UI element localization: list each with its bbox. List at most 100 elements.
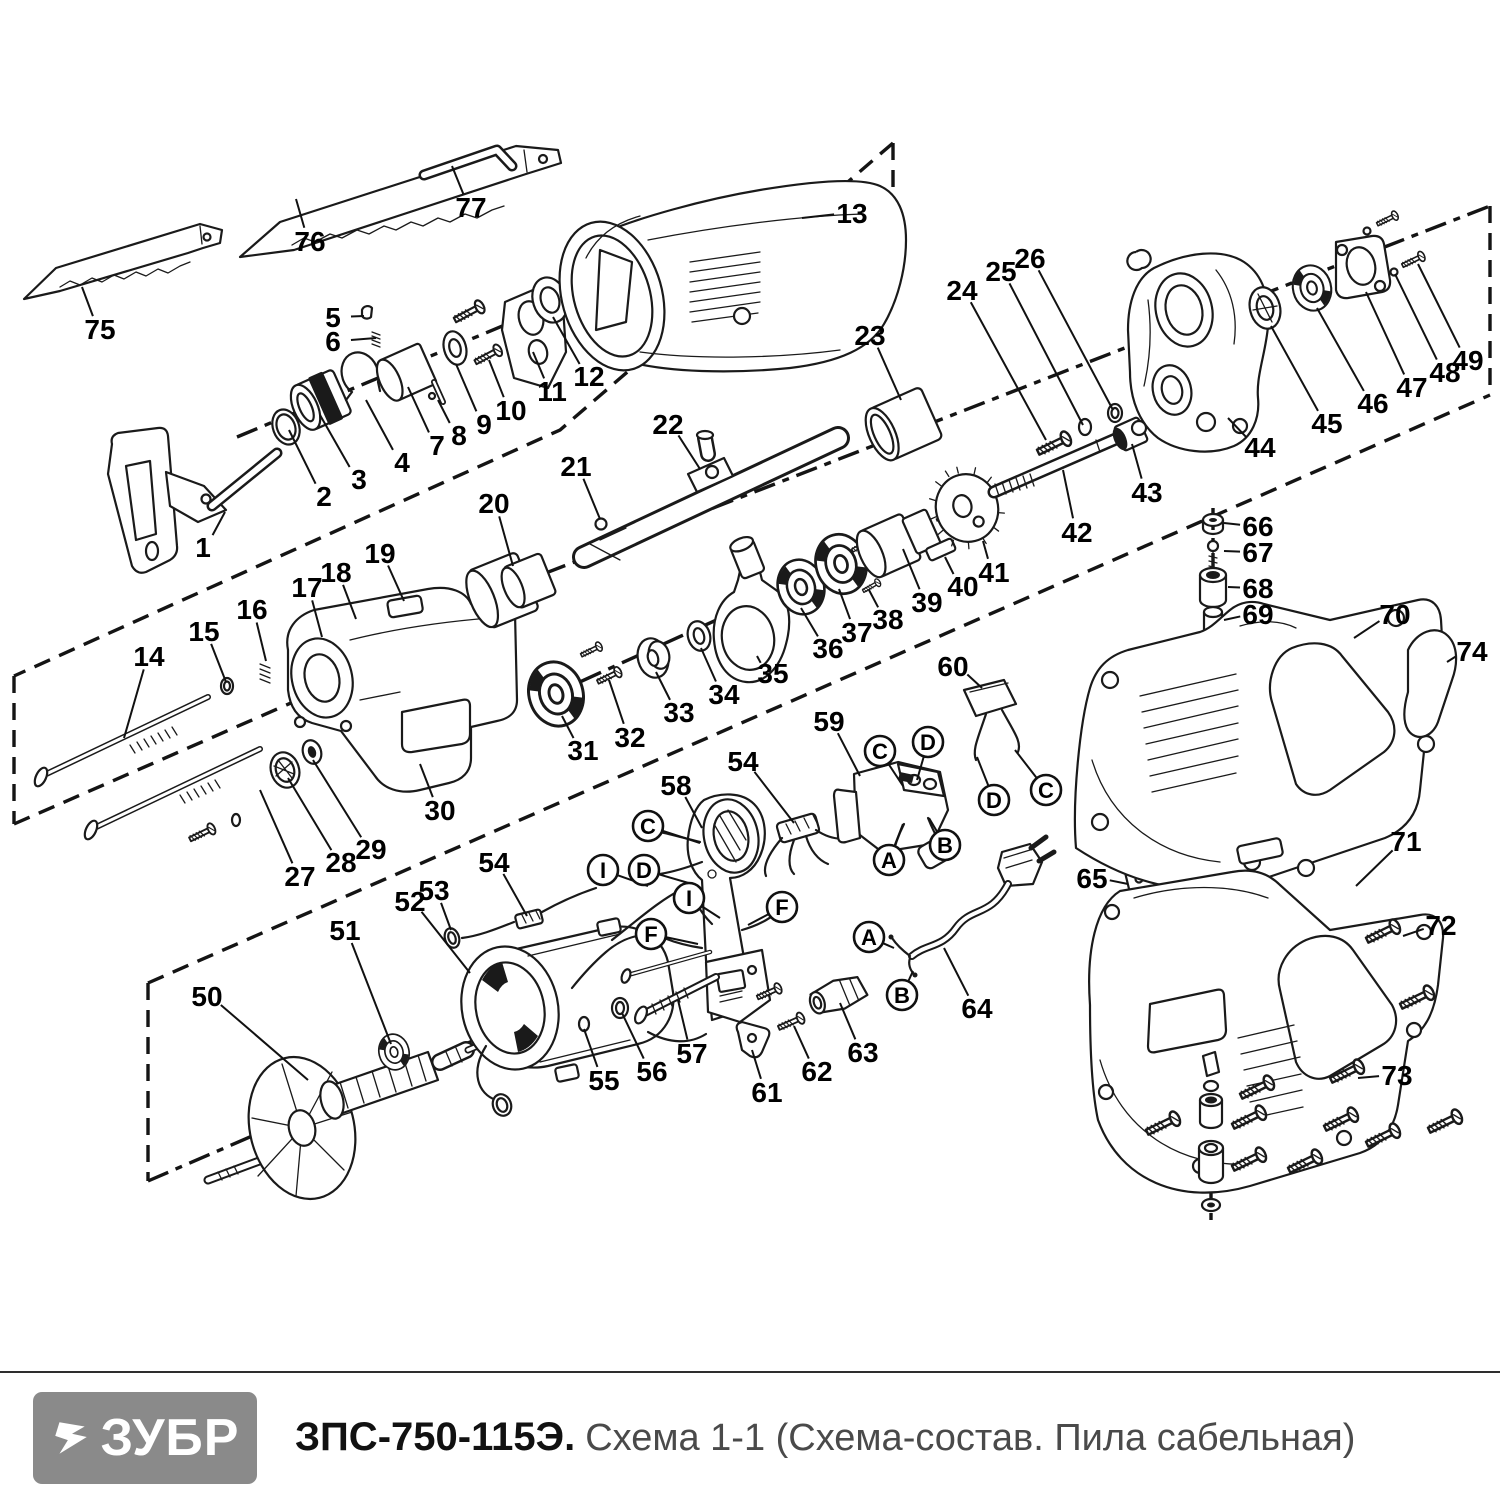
saw-blade-76 — [238, 144, 563, 259]
leader-line-77 — [451, 165, 465, 195]
part-number-74: 74 — [1456, 636, 1488, 667]
part-number-19: 19 — [364, 538, 395, 569]
part-number-69: 69 — [1242, 599, 1273, 630]
callout-leader-I — [701, 905, 721, 919]
saw-blade-75 — [22, 222, 224, 301]
leader-line-61 — [751, 1049, 762, 1080]
leader-line-7 — [407, 386, 430, 433]
bushing-23 — [864, 387, 943, 462]
callout-leader-C — [887, 762, 904, 787]
part-number-77: 77 — [455, 192, 486, 223]
leader-line-54 — [502, 873, 528, 917]
part-number-29: 29 — [355, 834, 386, 865]
leader-line-22 — [677, 434, 701, 470]
part-number-52: 52 — [394, 886, 425, 917]
gear-case-44-49 — [1033, 209, 1428, 461]
leader-line-14 — [123, 669, 145, 739]
leader-line-38 — [868, 589, 880, 608]
hardware-61-63 — [735, 976, 869, 1059]
wire-callout-D: D — [920, 730, 936, 755]
wire-callout-B: B — [937, 833, 953, 858]
brush-holder-58 — [570, 793, 778, 1024]
part-number-20: 20 — [478, 488, 509, 519]
leader-line-25 — [1008, 282, 1084, 426]
part-number-9: 9 — [476, 409, 492, 440]
leader-line-68 — [1227, 586, 1241, 589]
part-number-53: 53 — [418, 875, 449, 906]
carbon-brush-54-right — [763, 812, 850, 878]
part-number-21: 21 — [560, 451, 591, 482]
leader-line-42 — [1062, 469, 1075, 519]
front-spindle-parts-2-12 — [271, 276, 569, 446]
wire-callout-F: F — [775, 895, 788, 920]
callout-circle-A — [852, 920, 886, 954]
part-number-66: 66 — [1242, 511, 1273, 542]
part-number-58: 58 — [660, 770, 691, 801]
callout-circle-B — [928, 828, 962, 862]
part-number-62: 62 — [801, 1056, 832, 1087]
wire-callout-B: B — [894, 983, 910, 1008]
leader-line-2 — [288, 429, 317, 485]
part-number-61: 61 — [751, 1077, 782, 1108]
part-number-13: 13 — [836, 198, 867, 229]
part-number-39: 39 — [911, 587, 942, 618]
shoe-assembly-1 — [106, 426, 283, 574]
callout-leader-D — [916, 756, 925, 781]
leader-line-15 — [210, 643, 227, 683]
leader-line-8 — [437, 399, 451, 424]
part-number-48: 48 — [1429, 357, 1460, 388]
leader-line-44 — [1227, 417, 1248, 439]
part-number-46: 46 — [1357, 388, 1388, 419]
callout-circle-I — [672, 881, 706, 915]
wire-callout-C: C — [640, 814, 656, 839]
leader-line-5 — [350, 315, 365, 318]
armature-50 — [203, 1036, 496, 1201]
part-number-27: 27 — [284, 861, 315, 892]
leader-line-10 — [488, 359, 505, 398]
callout-leader-A — [893, 823, 904, 847]
part-number-49: 49 — [1452, 345, 1483, 376]
part-number-14: 14 — [133, 641, 165, 672]
leader-line-54 — [753, 771, 795, 824]
gearbox-group — [33, 426, 850, 846]
leader-line-24 — [969, 301, 1047, 441]
part-number-6: 6 — [325, 326, 341, 357]
footer-model: ЗПС-750-115Э. — [295, 1415, 576, 1459]
part-number-51: 51 — [329, 915, 360, 946]
leader-line-57 — [677, 999, 689, 1040]
leader-line-37 — [838, 588, 851, 620]
footer-bar: ЗУБР ЗПС-750-115Э.Схема 1-1 (Схема-соста… — [0, 1371, 1500, 1500]
part-number-15: 15 — [188, 616, 219, 647]
leader-line-74 — [1446, 655, 1457, 663]
callout-circle-A — [872, 843, 906, 877]
leader-line-39 — [902, 548, 921, 590]
part-number-50: 50 — [191, 981, 222, 1012]
part-number-55: 55 — [588, 1065, 619, 1096]
leader-line-73 — [1357, 1075, 1380, 1079]
callout-circle-B — [885, 978, 919, 1012]
leader-line-1 — [211, 511, 226, 536]
leader-line-17 — [311, 600, 323, 638]
part-number-26: 26 — [1014, 243, 1045, 274]
leader-line-75 — [81, 286, 94, 317]
stack-66-69 — [1198, 512, 1228, 641]
ring-53 — [443, 927, 461, 949]
leader-line-32 — [608, 679, 625, 725]
part-number-47: 47 — [1396, 372, 1427, 403]
part-number-33: 33 — [663, 697, 694, 728]
power-cord-64 — [888, 834, 1057, 978]
part-number-56: 56 — [636, 1056, 667, 1087]
leader-line-6 — [350, 337, 377, 342]
leader-line-36 — [800, 607, 819, 637]
part-number-36: 36 — [812, 633, 843, 664]
callout-leader-F — [665, 936, 699, 945]
leader-line-70 — [1353, 620, 1381, 639]
leader-line-56 — [621, 1012, 645, 1059]
brand-logo: ЗУБР — [33, 1391, 257, 1484]
leader-line-13 — [801, 213, 835, 219]
part-number-76: 76 — [294, 226, 325, 257]
callout-circle-C — [631, 809, 665, 843]
leader-line-76 — [295, 198, 306, 228]
callout-circle-I — [586, 853, 620, 887]
